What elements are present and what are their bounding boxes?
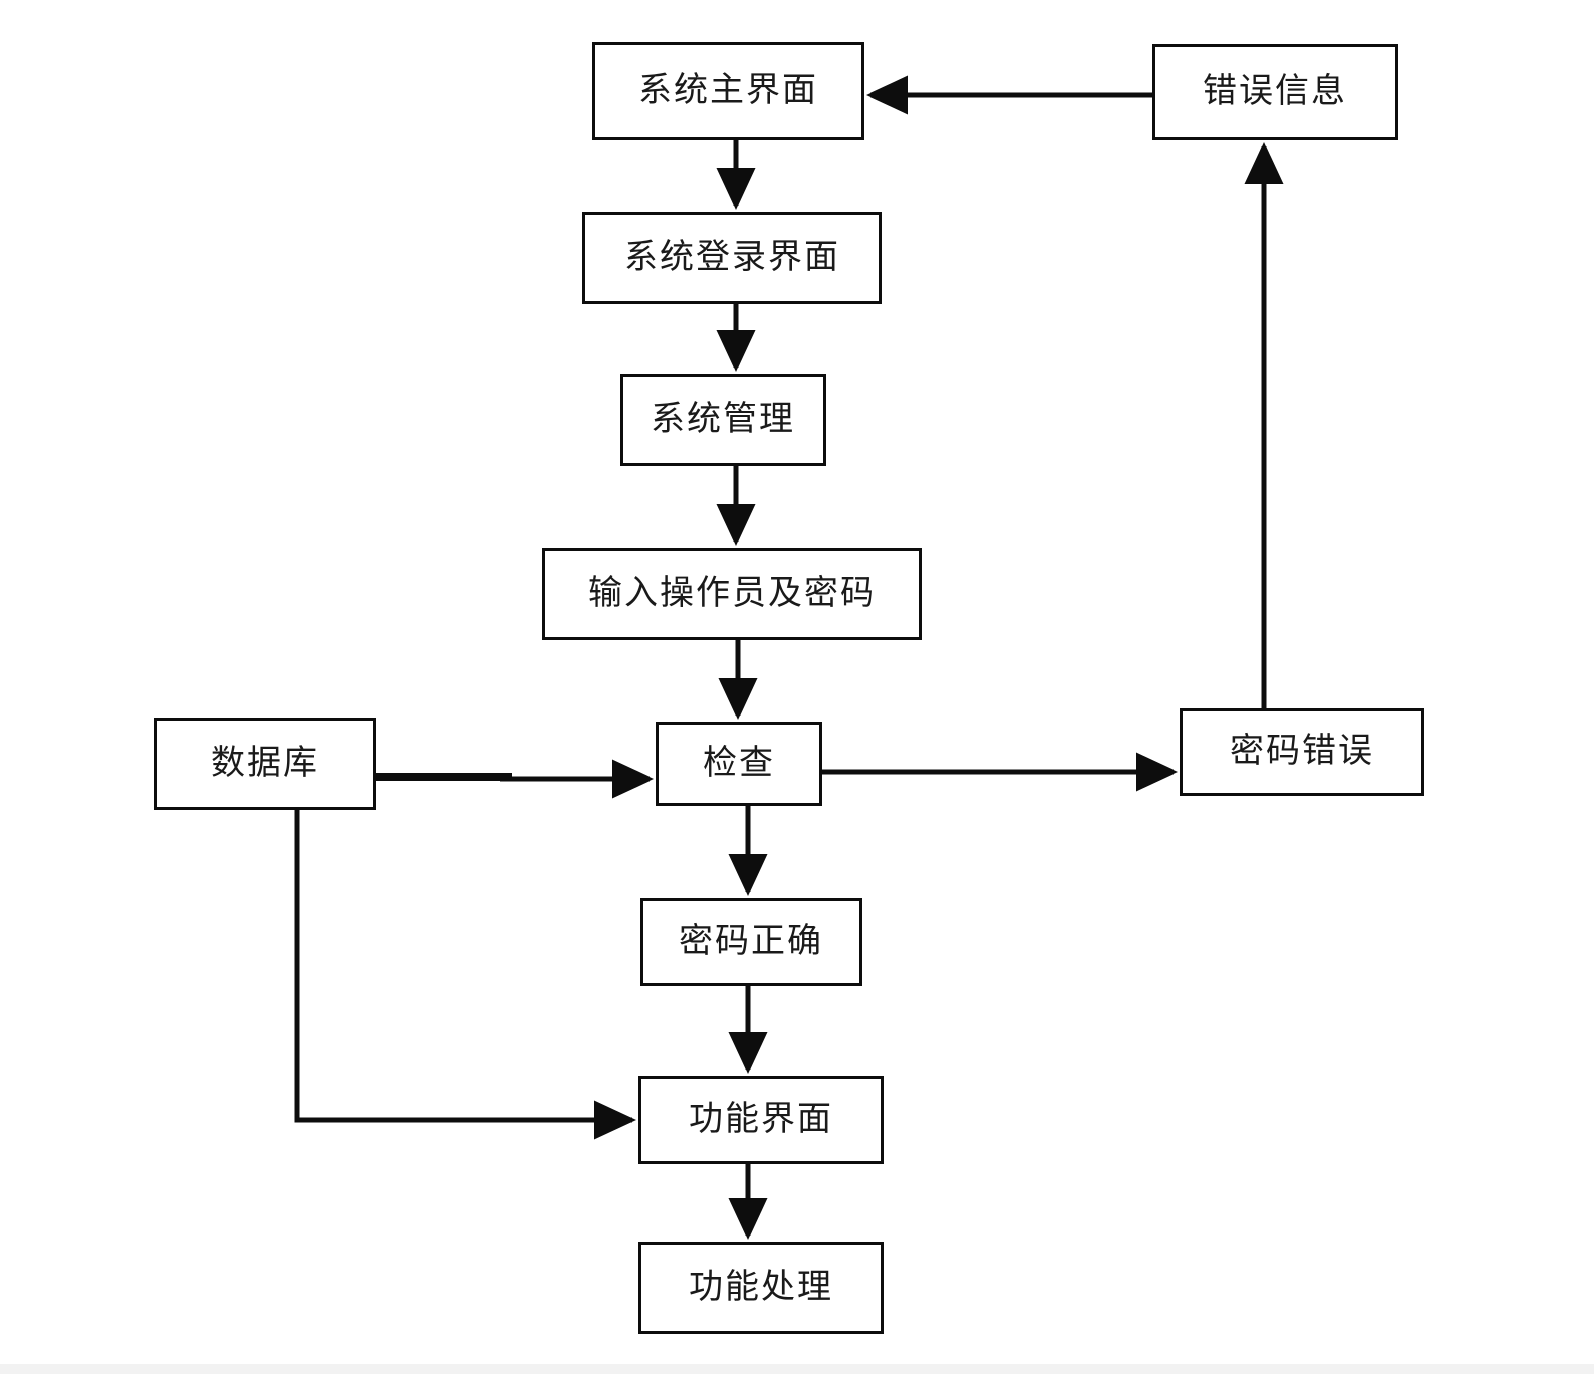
node-label-pwd-correct: 密码正确 (679, 923, 823, 960)
node-label-database: 数据库 (211, 745, 319, 782)
node-func-ui[interactable]: 功能界面 (638, 1076, 884, 1164)
node-check[interactable]: 检查 (656, 722, 822, 806)
node-label-error-msg: 错误信息 (1203, 73, 1347, 110)
node-sys-manage[interactable]: 系统管理 (620, 374, 826, 466)
node-pwd-error[interactable]: 密码错误 (1180, 708, 1424, 796)
node-label-main-ui: 系统主界面 (638, 72, 818, 109)
page-bottom-edge (0, 1364, 1594, 1374)
node-label-check: 检查 (703, 745, 775, 782)
node-label-pwd-error: 密码错误 (1230, 733, 1374, 770)
node-main-ui[interactable]: 系统主界面 (592, 42, 864, 140)
node-pwd-correct[interactable]: 密码正确 (640, 898, 862, 986)
node-label-func-process: 功能处理 (689, 1269, 833, 1306)
node-label-sys-manage: 系统管理 (651, 401, 795, 438)
node-label-func-ui: 功能界面 (689, 1101, 833, 1138)
node-func-process[interactable]: 功能处理 (638, 1242, 884, 1334)
edge-database-to-func-ui (294, 810, 637, 1140)
node-login-ui[interactable]: 系统登录界面 (582, 212, 882, 304)
node-error-msg[interactable]: 错误信息 (1152, 44, 1398, 140)
node-label-login-ui: 系统登录界面 (624, 239, 840, 276)
node-database[interactable]: 数据库 (154, 718, 376, 810)
node-input-cred[interactable]: 输入操作员及密码 (542, 548, 922, 640)
node-label-input-cred: 输入操作员及密码 (588, 575, 876, 612)
